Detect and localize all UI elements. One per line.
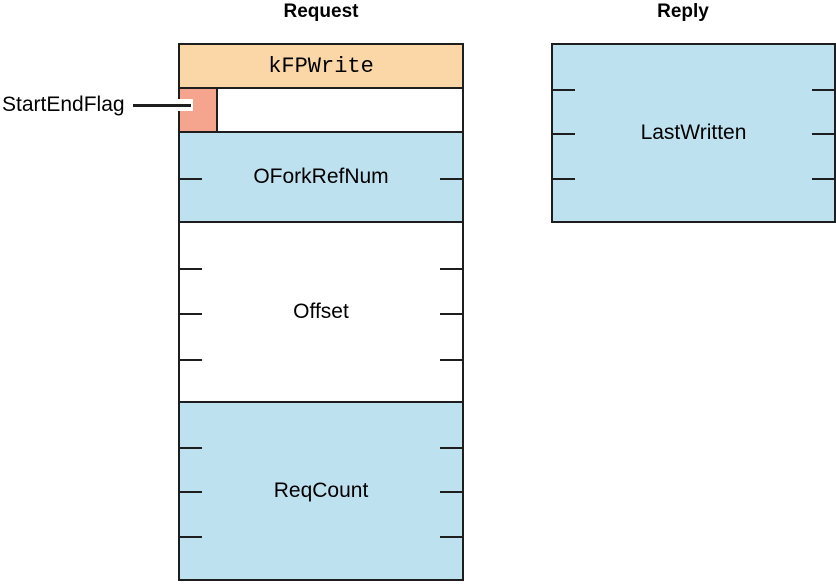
byte-boundary-tick <box>812 89 834 91</box>
field-reqcount-label: ReqCount <box>273 479 369 502</box>
field-offset-label: Offset <box>293 300 349 323</box>
byte-boundary-tick <box>180 359 202 361</box>
byte-boundary-tick <box>440 359 462 361</box>
byte-boundary-tick <box>440 447 462 449</box>
byte-boundary-tick <box>812 178 834 180</box>
byte-boundary-tick <box>440 313 462 315</box>
byte-boundary-tick <box>180 313 202 315</box>
byte-boundary-tick <box>440 536 462 538</box>
startendflag-leader-line <box>133 104 191 107</box>
startendflag-annotation-label: StartEndFlag <box>2 93 125 116</box>
field-lastwritten: LastWritten <box>553 45 834 221</box>
byte-boundary-tick <box>440 268 462 270</box>
byte-boundary-tick <box>440 178 462 180</box>
field-kfpwrite-label: kFPWrite <box>268 53 374 79</box>
byte-boundary-tick <box>440 491 462 493</box>
byte-boundary-tick <box>553 89 575 91</box>
byte-boundary-tick <box>180 536 202 538</box>
field-reqcount: ReqCount <box>180 403 462 579</box>
byte-boundary-tick <box>180 491 202 493</box>
field-startendflag-row <box>180 89 462 133</box>
byte-boundary-tick <box>812 133 834 135</box>
request-packet-box: kFPWrite OForkRefNum Offset ReqCount <box>178 43 464 581</box>
field-lastwritten-label: LastWritten <box>640 121 747 144</box>
reply-packet-box: LastWritten <box>551 43 836 223</box>
field-oforkrefnum-label: OForkRefNum <box>253 165 389 188</box>
reply-column-title: Reply <box>657 1 709 22</box>
field-offset: Offset <box>180 223 462 403</box>
byte-boundary-tick <box>553 133 575 135</box>
byte-boundary-tick <box>180 178 202 180</box>
request-column-title: Request <box>283 1 359 22</box>
byte-boundary-tick <box>553 178 575 180</box>
byte-boundary-tick <box>180 447 202 449</box>
field-kfpwrite: kFPWrite <box>180 45 462 89</box>
field-oforkrefnum: OForkRefNum <box>180 133 462 223</box>
byte-boundary-tick <box>180 268 202 270</box>
